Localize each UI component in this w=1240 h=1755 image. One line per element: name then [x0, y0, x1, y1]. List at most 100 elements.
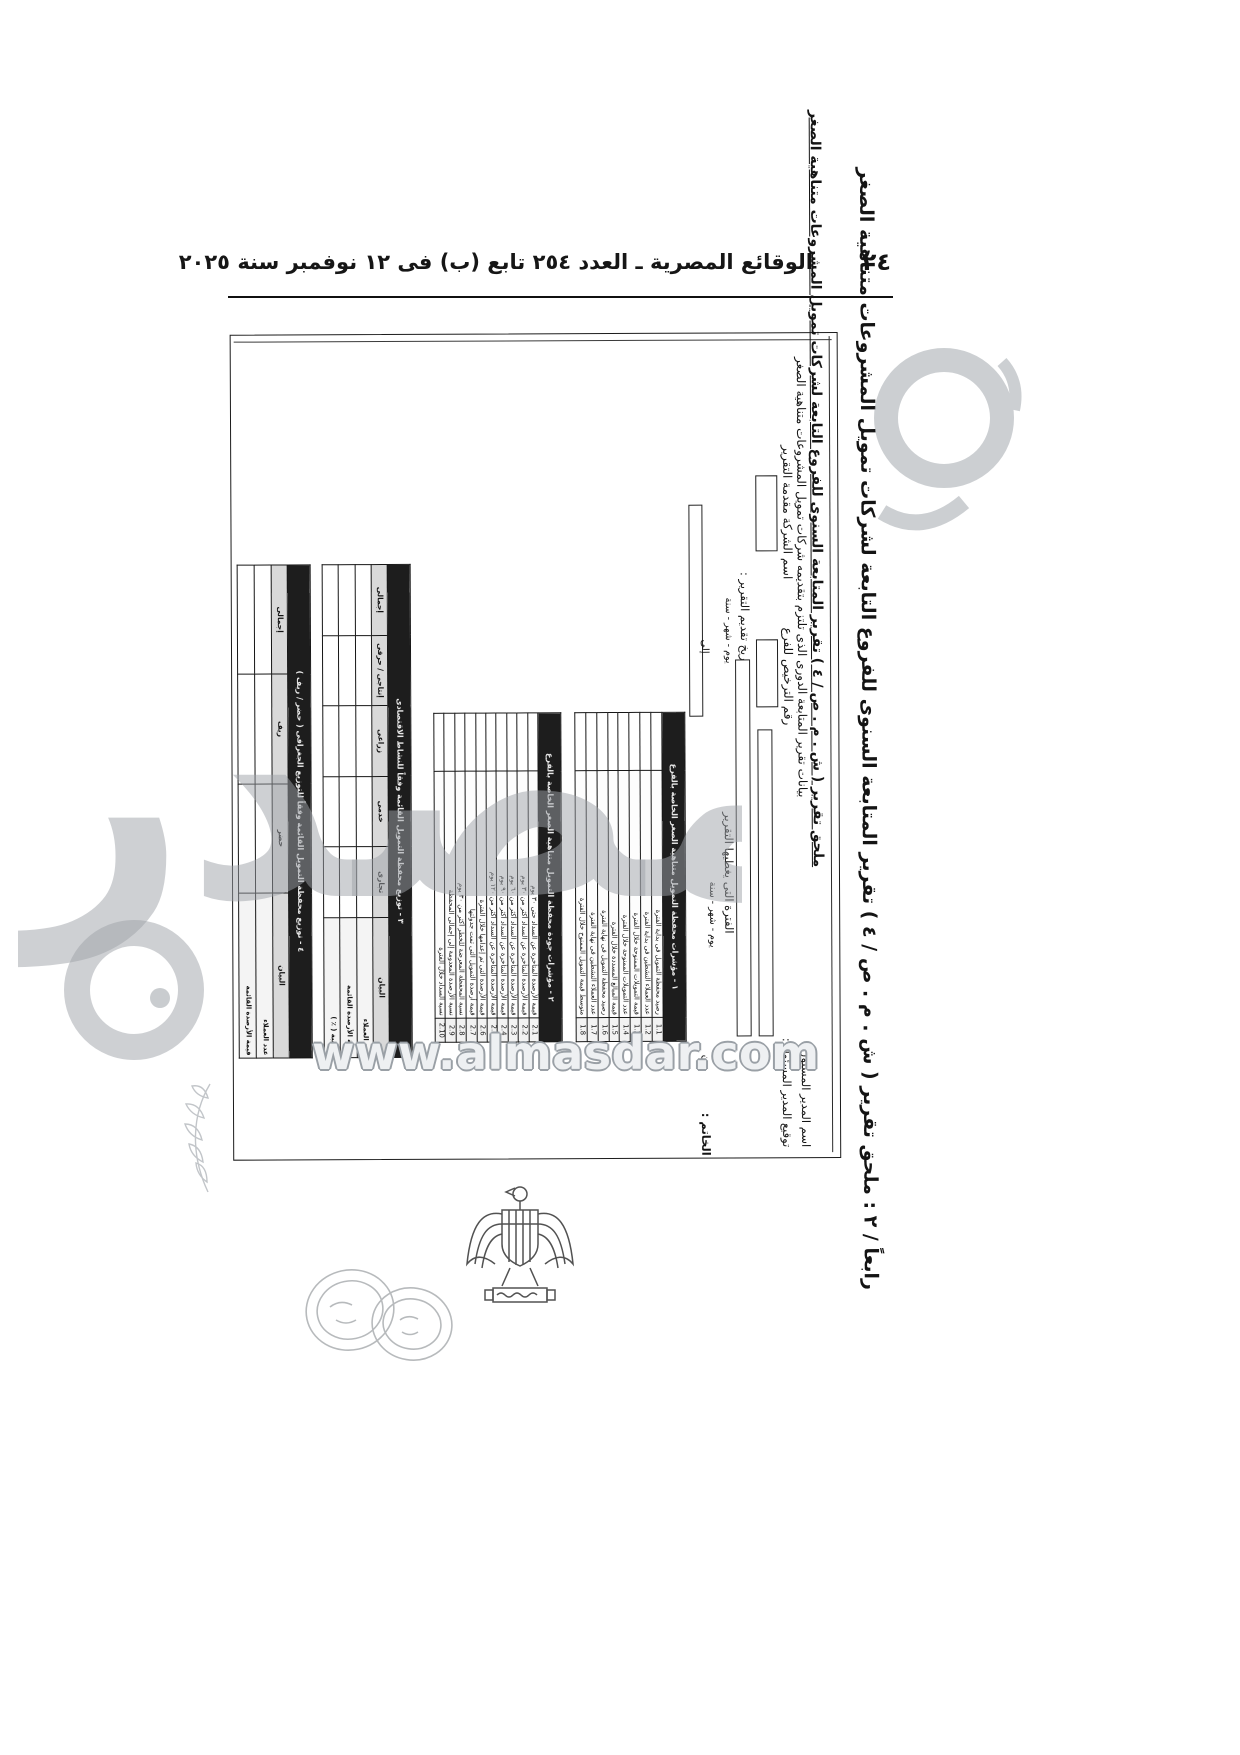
- row-value-cell: [339, 776, 357, 848]
- column-header: البيان: [272, 892, 290, 1059]
- row-value-cell: [322, 564, 339, 636]
- table-row: 1.1 رصيد محفظة التمويل فى بداية الفترة: [650, 712, 664, 1042]
- quality-table-title: ٢ - مؤشرات جودة محفظة التمويل متناهية ال…: [537, 712, 563, 1042]
- license-label: رقم الترخيص للفرع: [780, 627, 796, 726]
- geography-table: ٤ - توزيع محفظة التمويل القائمة وفقاً لل…: [236, 564, 313, 1059]
- table-row: 1.5 قيمة المبالغ المسددة خلال الفترة: [607, 712, 620, 1042]
- watermark-dot: [150, 988, 170, 1008]
- row-label: قيمة الأرصدة المتأخرة عن السداد حتى ٣٠ ي…: [527, 770, 540, 1018]
- column-header: إنتاجى / حرفى: [371, 635, 388, 706]
- table-row: 2.5 قيمة الأرصدة المتأخرة عن السداد أكثر…: [485, 713, 498, 1043]
- row-label: قيمة الأرصدة المتأخرة عن السداد أكثر من …: [506, 770, 519, 1018]
- row-value-cell: [650, 712, 663, 771]
- row-value-cell: [574, 712, 586, 771]
- quality-table: ٢ - مؤشرات جودة محفظة التمويل متناهية ال…: [433, 712, 563, 1043]
- column-header: إجمالى: [371, 564, 388, 636]
- round-stamps: [305, 1269, 453, 1361]
- row-label: نسبة المحفظة المعرضة للخطر أكثر من ٣٠ يو…: [454, 771, 467, 1019]
- submit-date-label: تاريخ تقديم التقرير :: [737, 571, 753, 668]
- table-row: قيمة الأرصدة القائمة: [237, 565, 257, 1059]
- row-value-cell: [454, 713, 466, 772]
- geography-table-title: ٤ - توزيع محفظة التمويل القائمة وفقاً لل…: [287, 564, 313, 1058]
- row-label: نسبة السداد خلال الفترة: [434, 771, 446, 1019]
- row-value-cell: [354, 564, 372, 636]
- table-row: عدد العملاء: [254, 565, 274, 1059]
- header-rule: [228, 296, 893, 298]
- table-row: 2.9 نسبة الأرصدة المعدومة إلى إجمالى الم…: [444, 713, 457, 1043]
- period-to-line: [735, 659, 752, 1037]
- row-value-cell: [254, 674, 273, 784]
- stamp-label: الخاتم :: [699, 1112, 714, 1156]
- row-value-cell: [585, 712, 597, 771]
- row-label: قيمة أرصدة التمويل التى تمت جدولتها: [465, 771, 477, 1019]
- row-value-cell: [465, 713, 476, 772]
- table-row: 2.6 قيمة الأرصدة التى تم إعدامها خلال ال…: [475, 713, 488, 1043]
- corner-swirl: [874, 348, 1022, 531]
- row-value-cell: [355, 776, 373, 848]
- row-value-cell: [629, 712, 641, 771]
- watermark-url: www.almasdar.com: [312, 1026, 820, 1080]
- gazette-title: الوقائع المصرية ـ العدد ٢٥٤ تابع (ب) فى …: [178, 250, 813, 274]
- row-value-cell: [339, 705, 356, 777]
- row-label: عدد العملاء: [255, 893, 274, 1059]
- column-header: إجمالى: [271, 564, 288, 675]
- gazette-header: الوقائع المصرية ـ العدد ٢٥٤ تابع (ب) فى …: [178, 244, 893, 284]
- table-row: 2.4 قيمة الأرصدة المتأخرة عن السداد أكثر…: [496, 712, 509, 1043]
- column-header: ريف: [271, 674, 289, 784]
- portfolio-table-title: ١ - مؤشرات محفظة التمويل متناهية الصغر ا…: [661, 712, 687, 1042]
- row-value-cell: [355, 705, 373, 777]
- company-name-box: [755, 475, 778, 552]
- page-number: ٢٤: [861, 248, 891, 276]
- row-value-cell: [237, 565, 255, 675]
- row-label: عدد العملاء النشطين فى بداية الفترة: [640, 770, 653, 1018]
- table-row: 1.3 قيمة التمويلات الممنوحة خلال الفترة: [629, 712, 642, 1042]
- activity-table-wrap: ٣ - توزيع محفظة التمويل القائمة وفقاً لل…: [321, 563, 413, 1059]
- row-label: عدد التمويلات الممنوحة خلال الفترة: [618, 770, 631, 1018]
- row-value-cell: [355, 635, 372, 706]
- row-value-cell: [433, 713, 445, 772]
- table-row: 2.10 نسبة السداد خلال الفترة: [433, 713, 446, 1043]
- column-header: تجارى: [372, 846, 389, 918]
- row-label: قيمة الأرصدة المتأخرة عن السداد أكثر من …: [486, 771, 498, 1019]
- table-row: النسبة ( ٪ ): [322, 564, 341, 1058]
- row-value-cell: [356, 846, 373, 918]
- row-label: رصيد محفظة التمويل فى بداية الفترة: [651, 770, 664, 1018]
- table-row: 2.7 قيمة أرصدة التمويل التى تمت جدولتها: [465, 713, 477, 1043]
- row-value-cell: [322, 635, 340, 707]
- table-row: 1.8 متوسط قيمة التمويل الممنوح خلال الفت…: [574, 712, 588, 1042]
- row-value-cell: [506, 712, 518, 772]
- row-value-cell: [496, 712, 507, 772]
- row-value-cell: [640, 712, 652, 771]
- submit-date-line: [688, 504, 704, 717]
- date-format-2: يوم - شهر - سنة: [707, 881, 719, 948]
- row-value-cell: [618, 712, 630, 771]
- row-label: قيمة الأرصدة التى تم إعدامها خلال الفترة: [475, 771, 488, 1019]
- table-row: 1.4 عدد التمويلات الممنوحة خلال الفترة: [618, 712, 631, 1042]
- row-label: متوسط قيمة التمويل الممنوح خلال الفترة: [575, 770, 587, 1018]
- row-value-cell: [322, 705, 340, 777]
- laurel-sketch: [184, 1083, 211, 1193]
- row-value-cell: [323, 776, 340, 848]
- activity-table: ٣ - توزيع محفظة التمويل القائمة وفقاً لل…: [321, 563, 413, 1059]
- row-value-cell: [339, 847, 357, 918]
- table-row: قيمة الأرصدة القائمة: [338, 564, 357, 1058]
- portfolio-table-wrap: ١ - مؤشرات محفظة التمويل متناهية الصغر ا…: [574, 711, 687, 1043]
- column-header: زراعى: [371, 705, 389, 777]
- row-value-cell: [323, 847, 341, 918]
- row-value-cell: [516, 712, 528, 771]
- row-label: قيمة المبالغ المسددة خلال الفترة: [607, 770, 620, 1018]
- row-value-cell: [444, 713, 455, 772]
- row-label: نسبة الأرصدة المعدومة إلى إجمالى المحفظة: [444, 771, 456, 1019]
- watermark-circle: [64, 920, 204, 1060]
- row-value-cell: [338, 564, 356, 636]
- table-row: 2.2 قيمة الأرصدة المتأخرة عن السداد أكثر…: [516, 712, 529, 1042]
- eagle-stamp: [466, 1186, 574, 1303]
- to-label: إلى: [698, 639, 711, 654]
- row-value-cell: [485, 713, 497, 772]
- table-row: عدد العملاء: [354, 564, 374, 1058]
- row-label: قيمة الأرصدة القائمة: [238, 893, 257, 1059]
- row-value-cell: [527, 712, 539, 771]
- quality-table-wrap: ٢ - مؤشرات جودة محفظة التمويل متناهية ال…: [433, 712, 563, 1043]
